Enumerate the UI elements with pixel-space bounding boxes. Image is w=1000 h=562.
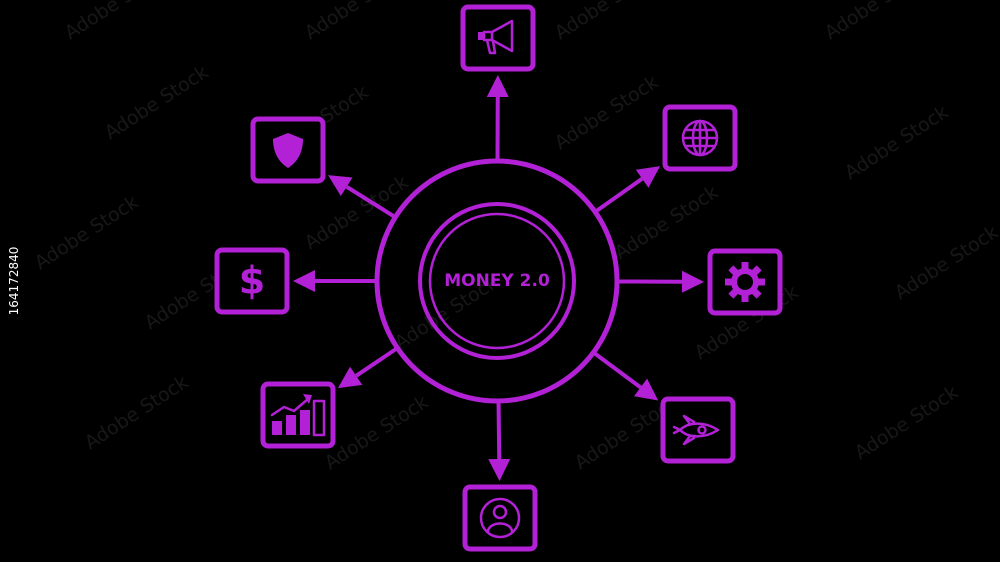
watermark-text: Adobe Stock [611,181,723,264]
watermark-text: Adobe Stock [31,191,143,274]
hub-label: MONEY 2.0 [444,271,550,291]
node-layer: $ [214,4,783,552]
node-settings [707,248,783,316]
watermark-text: Adobe Stock [81,371,193,454]
watermark-text: Adobe Stock [841,101,953,184]
bar-chart-growth-icon [270,394,326,437]
arrow-user [488,402,511,482]
watermark-text: Adobe Stock [61,0,173,44]
node-global [662,104,738,172]
rocket-icon [672,414,720,446]
watermark-text: Adobe Stock [851,381,963,464]
watermark-text: Adobe Stock [551,0,663,44]
node-security [250,116,326,184]
central-hub: MONEY 2.0 [374,158,620,404]
shield-icon [273,133,303,168]
node-growth [260,381,336,449]
watermark-text: Adobe Stock [551,71,663,154]
node-user [462,484,538,552]
svg-text:$: $ [239,259,265,303]
hub-core-ring [428,212,566,350]
arrow-growth [337,347,397,389]
globe-icon [681,119,719,157]
user-icon [479,497,521,539]
gear-icon [725,262,765,302]
hub-outer-ring [374,158,620,404]
arrow-security [328,175,395,218]
arrow-global [595,166,661,213]
hub-inner-ring [418,202,576,360]
megaphone-icon [478,19,514,55]
node-box [214,247,290,315]
watermark-text: Adobe Stock [821,0,933,44]
arrow-startup [593,352,659,401]
node-marketing [460,4,536,72]
watermark-text: Adobe Stock [891,221,1000,304]
arrow-layer [293,74,705,482]
node-money: $ [214,247,290,315]
node-box [460,4,536,72]
node-startup [660,396,736,464]
watermark-text: Adobe Stock [101,61,213,144]
stock-id-label: 164172840 [7,246,21,316]
dollar-icon: $ [239,259,265,303]
watermark-text: Adobe Stock [321,391,433,474]
watermark-text: Adobe Stock [301,0,413,44]
